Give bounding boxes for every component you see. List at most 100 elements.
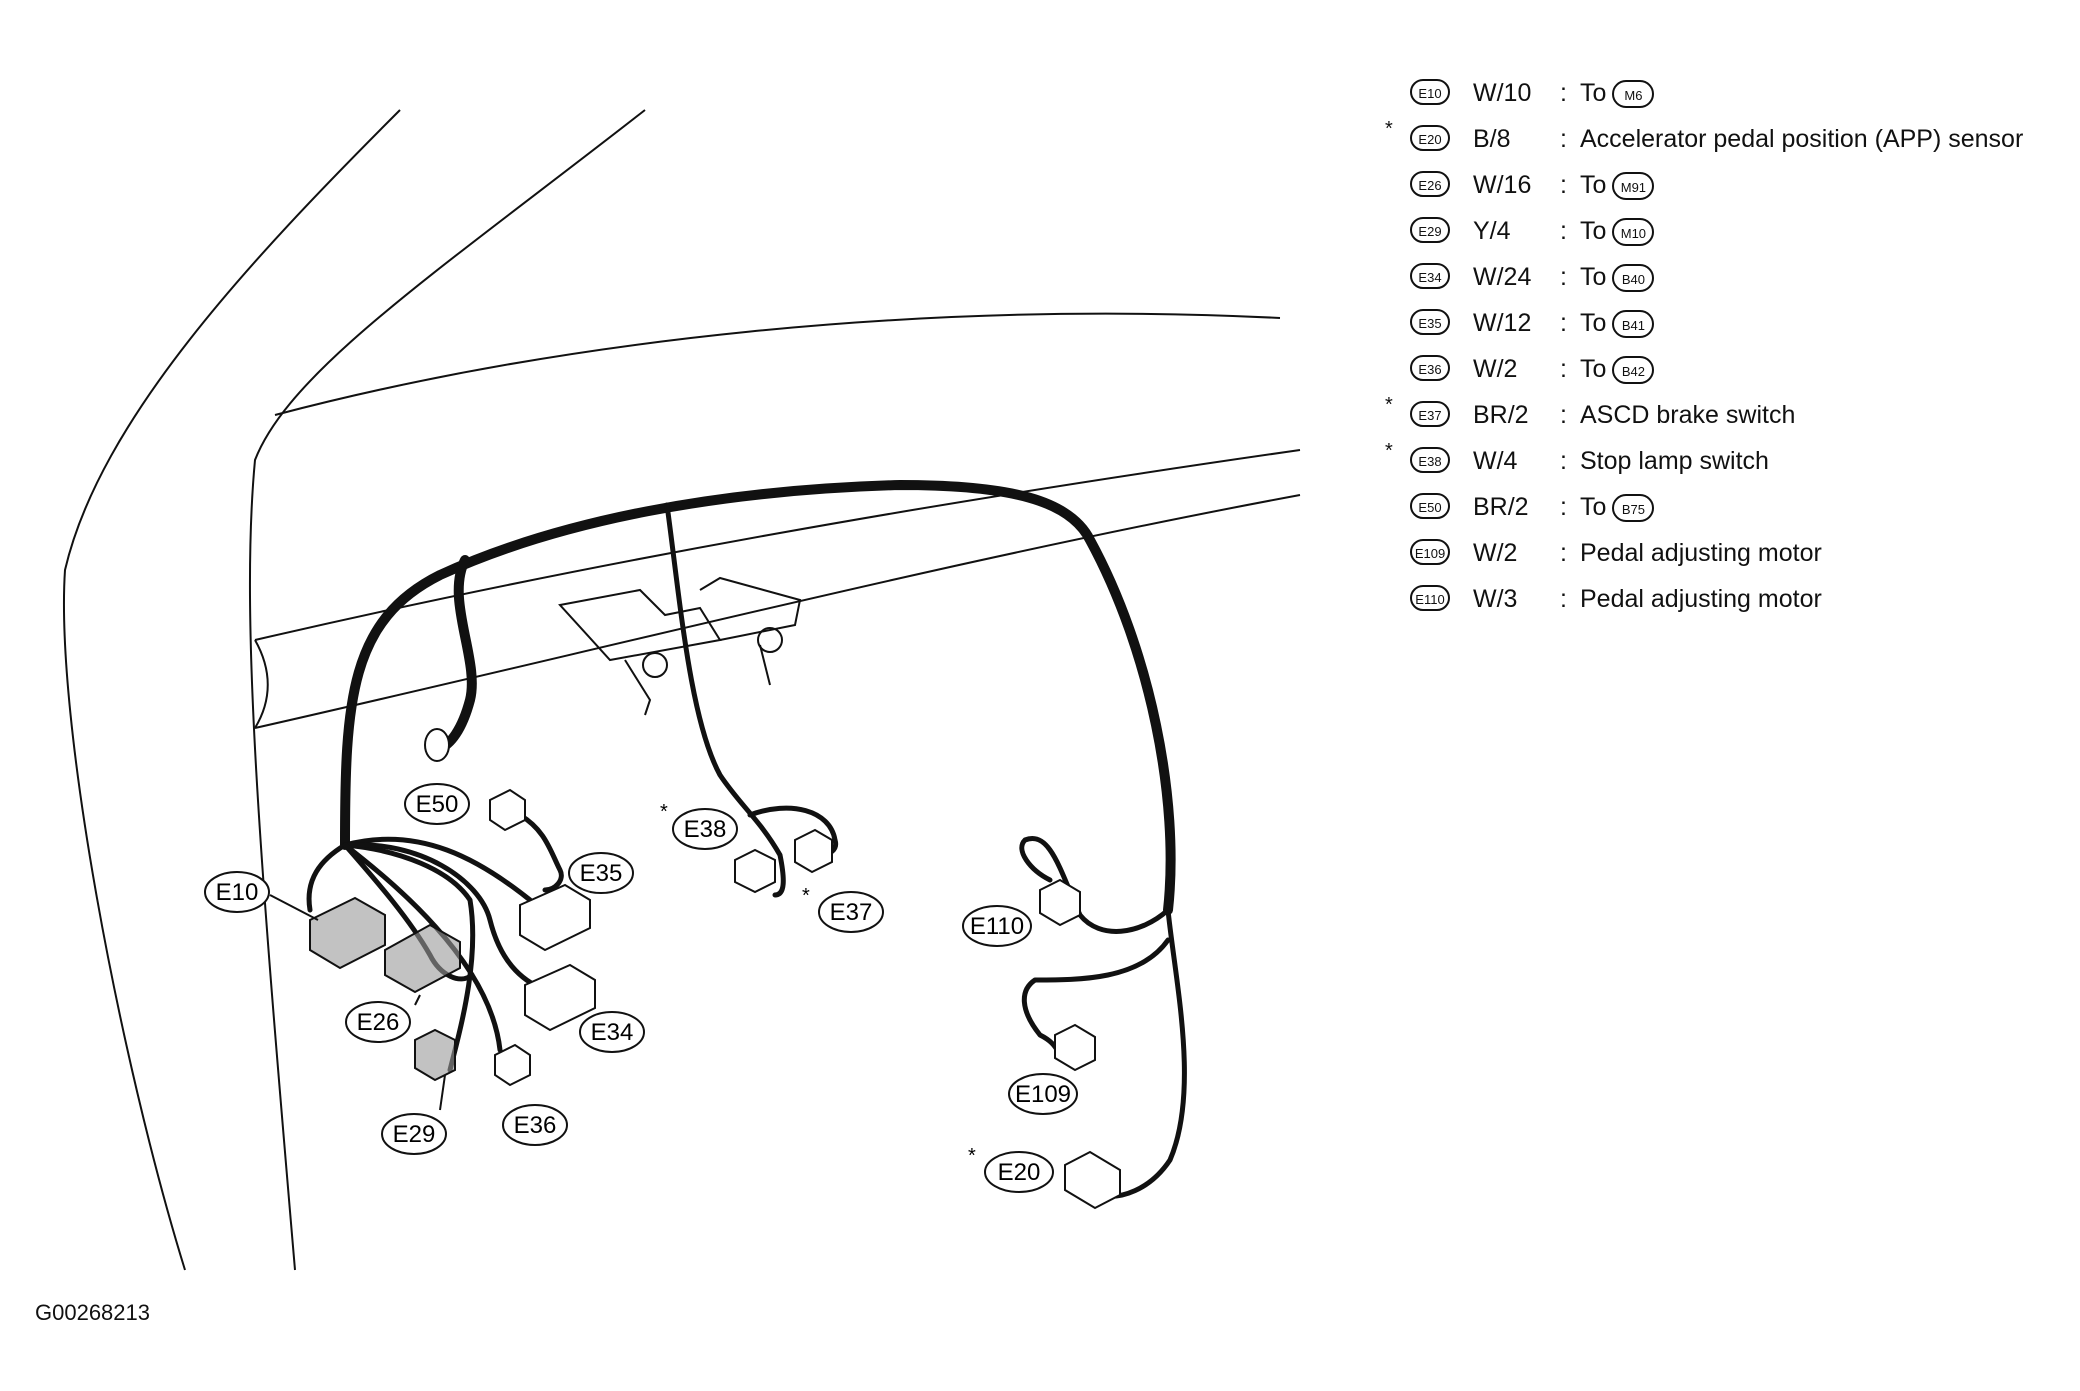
legend-row: E109 W/2: Pedal adjusting motor [1385, 530, 2065, 576]
callout-e34: E34 [579, 1011, 645, 1053]
legend-colon: : [1560, 217, 1567, 245]
connector-e10-body [309, 896, 386, 970]
wire-color-count: W/2 [1473, 355, 1518, 383]
callout-e29: E29 [381, 1113, 447, 1155]
connector-code-chip: E109 [1410, 539, 1450, 565]
callout-e35: E35 [568, 852, 634, 894]
legend-colon: : [1560, 125, 1567, 153]
wire-color-count: W/2 [1473, 539, 1518, 567]
connector-e36-body [494, 1043, 531, 1087]
legend-colon: : [1560, 263, 1567, 291]
mating-connector-chip: M91 [1612, 172, 1655, 201]
legend-row: * E38 W/4: Stop lamp switch [1385, 438, 2065, 484]
legend-description: Accelerator pedal position (APP) sensor [1580, 116, 2023, 162]
star-e20: * [968, 1145, 976, 1167]
connector-e34-body [524, 963, 596, 1032]
legend-star: * [1385, 394, 1393, 416]
mating-connector-chip: B41 [1612, 310, 1655, 339]
legend-star: * [1385, 118, 1393, 140]
wire-color-count: B/8 [1473, 125, 1511, 153]
legend-description: Stop lamp switch [1580, 438, 1769, 484]
connector-e50-body [489, 788, 526, 832]
connector-e110-body [1039, 878, 1081, 927]
svg-text:E20: E20 [998, 1159, 1041, 1186]
svg-text:E38: E38 [684, 816, 727, 843]
legend-star: * [1385, 440, 1393, 462]
wire-color-count: W/12 [1473, 309, 1532, 337]
legend-desc-text: Pedal adjusting motor [1580, 585, 1822, 613]
legend-description: Pedal adjusting motor [1580, 576, 1822, 622]
legend-desc-text: To [1580, 217, 1607, 245]
bracket [558, 576, 802, 716]
connector-code-chip: E29 [1410, 217, 1450, 243]
legend-description: ASCD brake switch [1580, 392, 1795, 438]
star-e38: * [660, 801, 668, 823]
svg-text:E36: E36 [514, 1112, 557, 1139]
figure-code: G00268213 [35, 1300, 150, 1325]
legend-desc-text: To [1580, 309, 1607, 337]
callout-e110: E110 [962, 905, 1032, 947]
connector-code-chip: E38 [1410, 447, 1450, 473]
connector-code-chip: E35 [1410, 309, 1450, 335]
svg-text:E110: E110 [970, 913, 1024, 940]
mating-connector-chip: M10 [1612, 218, 1655, 247]
svg-text:E29: E29 [393, 1121, 436, 1148]
callout-e26: E26 [345, 1001, 411, 1043]
legend-desc-text: ASCD brake switch [1580, 401, 1796, 429]
connector-code-chip: E26 [1410, 171, 1450, 197]
legend-colon: : [1560, 539, 1567, 567]
legend-desc-text: To [1580, 171, 1607, 199]
callout-e20: E20 [984, 1151, 1054, 1193]
connector-e20-body [1064, 1150, 1121, 1210]
connector-code-chip: E10 [1410, 79, 1450, 105]
mating-connector-chip: B40 [1612, 264, 1655, 293]
legend-colon: : [1560, 171, 1567, 199]
legend-colon: : [1560, 447, 1567, 475]
wire-color-count: W/10 [1473, 79, 1532, 107]
svg-text:E109: E109 [1015, 1081, 1071, 1108]
legend-desc-text: Pedal adjusting motor [1580, 539, 1822, 567]
wiring-harness [306, 480, 1187, 1199]
callout-e50: E50 [404, 783, 470, 825]
legend-colon: : [1560, 493, 1567, 521]
grommet [424, 728, 450, 762]
svg-text:E26: E26 [357, 1009, 400, 1036]
star-e37: * [802, 885, 810, 907]
wire-color-count: W/4 [1473, 447, 1518, 475]
svg-text:E50: E50 [416, 791, 459, 818]
svg-text:E35: E35 [580, 860, 623, 887]
wire-color-count: W/3 [1473, 585, 1518, 613]
legend-colon: : [1560, 355, 1567, 383]
connector-code-chip: E36 [1410, 355, 1450, 381]
legend-desc-text: To [1580, 493, 1607, 521]
callout-e38: E38 [672, 808, 738, 850]
mating-connector-chip: M6 [1612, 80, 1655, 109]
callout-e37: E37 [818, 891, 884, 933]
legend-description: Pedal adjusting motor [1580, 530, 1822, 576]
connector-code-chip: E34 [1410, 263, 1450, 289]
legend-desc-text: To [1580, 263, 1607, 291]
connectors [309, 728, 1121, 1210]
wire-color-count: W/24 [1473, 263, 1532, 291]
leader-lines [269, 894, 446, 1111]
mating-connector-chip: B42 [1612, 356, 1655, 385]
legend-desc-text: Stop lamp switch [1580, 447, 1769, 475]
legend-desc-text: To [1580, 79, 1607, 107]
legend-desc-text: To [1580, 355, 1607, 383]
connector-e37-body [794, 828, 833, 874]
connector-code-chip: E50 [1410, 493, 1450, 519]
